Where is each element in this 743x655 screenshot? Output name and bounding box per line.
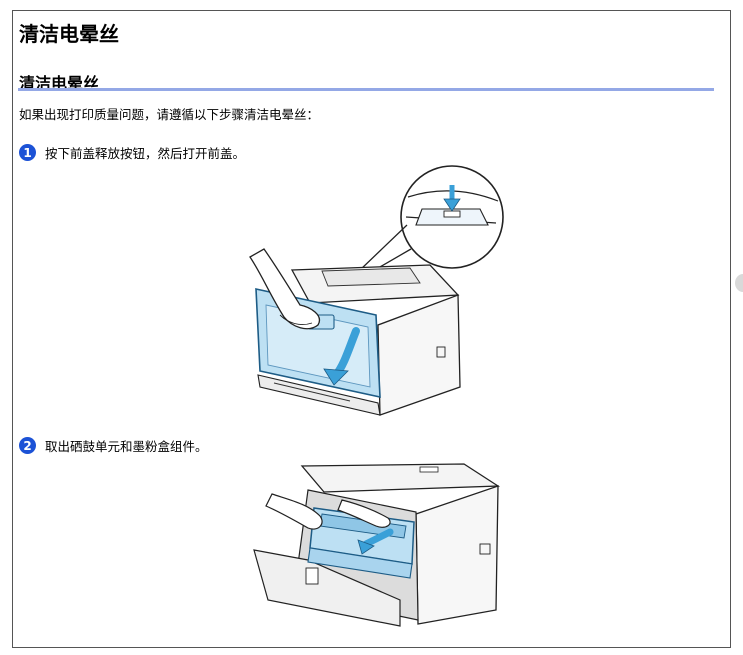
step-2: 2 取出硒鼓单元和墨粉盒组件。 (19, 436, 208, 455)
printer-open-front-cover-illustration (249, 165, 504, 416)
drum-toner-removal-illustration (253, 463, 501, 627)
step-2-number-badge: 2 (19, 437, 36, 454)
page-edge-tab (735, 274, 743, 292)
section-divider (18, 88, 714, 91)
page-title: 清洁电晕丝 (19, 22, 119, 46)
step-1-text: 按下前盖释放按钮，然后打开前盖。 (45, 146, 246, 161)
step-2-text: 取出硒鼓单元和墨粉盒组件。 (45, 439, 208, 454)
step-1-number-badge: 1 (19, 144, 36, 161)
step-1: 1 按下前盖释放按钮，然后打开前盖。 (19, 143, 245, 162)
intro-text: 如果出现打印质量问题，请遵循以下步骤清洁电晕丝： (19, 107, 320, 122)
